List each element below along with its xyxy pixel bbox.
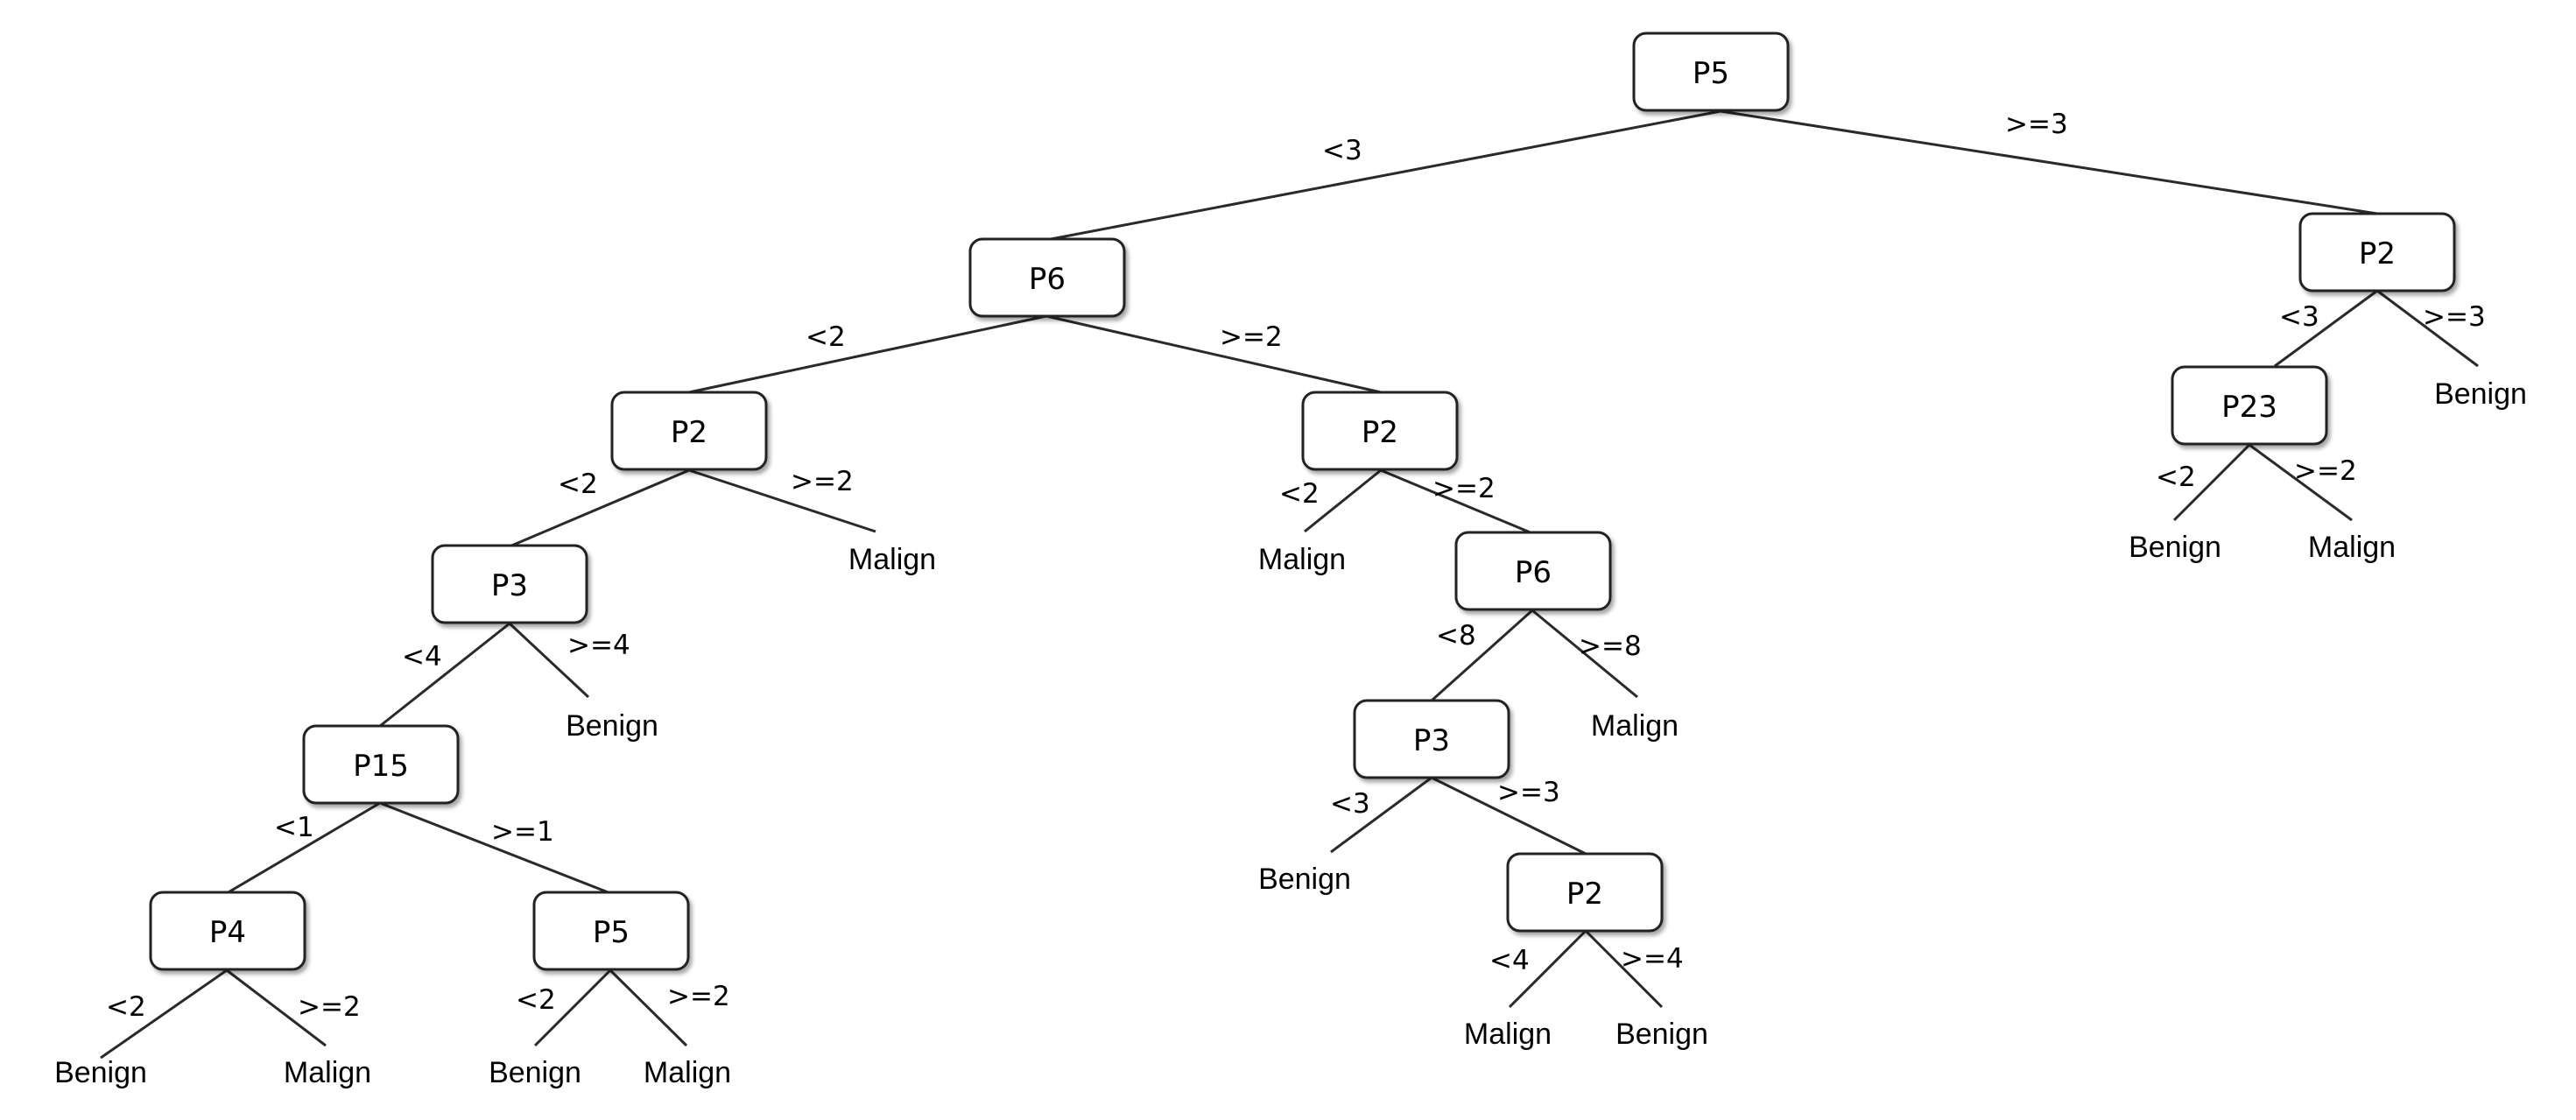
decision-node: P4 bbox=[149, 891, 306, 971]
leaf-label-malign: Malign bbox=[644, 1056, 731, 1089]
edge-label: >=3 bbox=[1497, 777, 1560, 808]
decision-node: P3 bbox=[431, 544, 588, 624]
decision-node: P2 bbox=[1301, 391, 1459, 471]
leaf-label-malign: Malign bbox=[1258, 543, 1346, 576]
edge-line-n8-l5 bbox=[533, 969, 612, 1047]
edge-line-n12-l12 bbox=[2376, 289, 2479, 368]
edge-line-n9-l8 bbox=[1531, 609, 1638, 699]
edge-label: <2 bbox=[558, 468, 598, 500]
edge-label: >=2 bbox=[2294, 455, 2357, 487]
edge-label: <3 bbox=[2279, 301, 2319, 333]
edge-label: <4 bbox=[402, 641, 442, 673]
leaf-labels: Malign Benign Benign Malign Benign Malig… bbox=[54, 377, 2527, 1089]
edge-label: >=2 bbox=[791, 466, 854, 497]
leaf-label-benign: Benign bbox=[2434, 377, 2527, 411]
leaf-label-benign: Benign bbox=[566, 709, 658, 743]
edge-line-n7-l4 bbox=[226, 969, 327, 1047]
node-label: P15 bbox=[353, 749, 409, 784]
node-label: P23 bbox=[2221, 390, 2277, 425]
decision-node: P2 bbox=[610, 391, 768, 471]
edge-label: <3 bbox=[1322, 135, 1362, 166]
node-label: P2 bbox=[2359, 236, 2396, 271]
edge-line-n1-n2 bbox=[1045, 109, 1721, 242]
edge-line-n1-n12 bbox=[1720, 109, 2378, 215]
edge-label: >=8 bbox=[1579, 630, 1642, 662]
edge-line-n2-n4 bbox=[1045, 314, 1382, 394]
node-label: P2 bbox=[671, 415, 707, 450]
edge-line-n5-n6 bbox=[379, 622, 510, 728]
decision-node: P2 bbox=[2298, 212, 2456, 292]
edge-line-n10-l9 bbox=[1330, 776, 1432, 854]
decision-node: P2 bbox=[1506, 852, 1664, 933]
edge-label: <2 bbox=[2156, 461, 2196, 493]
edge-line-n13-l14 bbox=[2249, 443, 2353, 522]
leaf-label-malign: Malign bbox=[2308, 531, 2396, 564]
edge-label: <2 bbox=[106, 991, 146, 1023]
edge-line-n6-n8 bbox=[379, 801, 611, 895]
decision-node: P15 bbox=[302, 724, 460, 805]
edge-label: <8 bbox=[1436, 620, 1476, 652]
edge-label: <2 bbox=[516, 984, 556, 1016]
edge-line-n8-l6 bbox=[609, 969, 688, 1047]
edge-line-n6-n7 bbox=[226, 801, 381, 895]
node-label: P5 bbox=[593, 915, 630, 950]
node-label: P3 bbox=[1413, 723, 1450, 758]
leaf-label-benign: Benign bbox=[489, 1056, 581, 1089]
edge-label: >=2 bbox=[1220, 321, 1283, 353]
node-label: P5 bbox=[1693, 56, 1729, 91]
edge-line-n3-n5 bbox=[509, 468, 690, 548]
edge-label: >=4 bbox=[1621, 943, 1684, 975]
edge-label: >=4 bbox=[567, 630, 630, 661]
edge-label: <3 bbox=[1330, 788, 1370, 820]
edge-label: <1 bbox=[274, 812, 314, 843]
node-label: P3 bbox=[491, 568, 528, 603]
edge-label: <2 bbox=[806, 321, 846, 353]
edge-label: <4 bbox=[1489, 945, 1530, 976]
edge-line-n11-l10 bbox=[1508, 929, 1587, 1009]
edge-line-n11-l11 bbox=[1584, 929, 1664, 1009]
edge-line-n9-n10 bbox=[1430, 609, 1534, 702]
node-label: P2 bbox=[1362, 415, 1398, 450]
edges bbox=[100, 109, 2479, 1060]
decision-node: P5 bbox=[1632, 32, 1790, 112]
edge-label: >=2 bbox=[667, 981, 730, 1012]
edge-label: <2 bbox=[1279, 478, 1320, 510]
edge-line-n7-l3 bbox=[100, 969, 228, 1060]
leaf-label-malign: Malign bbox=[284, 1056, 371, 1089]
node-label: P6 bbox=[1515, 555, 1552, 590]
node-label: P2 bbox=[1566, 877, 1603, 912]
node-label: P4 bbox=[209, 915, 246, 950]
edge-label: >=1 bbox=[491, 816, 554, 848]
decision-node: P3 bbox=[1353, 699, 1510, 779]
leaf-label-benign: Benign bbox=[1615, 1018, 1708, 1051]
edge-label: >=3 bbox=[2423, 301, 2486, 333]
decision-node: P6 bbox=[968, 237, 1126, 318]
edge-line-n4-l7 bbox=[1304, 468, 1382, 533]
edge-line-n13-l13 bbox=[2172, 443, 2251, 522]
edge-line-n4-n9 bbox=[1380, 468, 1533, 535]
leaf-label-malign: Malign bbox=[1464, 1018, 1552, 1051]
decision-nodes: P5 P6 P2 P2 P3 P15 P4 P5 bbox=[149, 32, 2456, 971]
decision-node: P5 bbox=[532, 891, 690, 971]
leaf-label-benign: Benign bbox=[1258, 863, 1351, 896]
leaf-label-benign: Benign bbox=[2129, 531, 2221, 564]
edge-label: >=3 bbox=[2005, 109, 2068, 140]
leaf-label-benign: Benign bbox=[54, 1056, 147, 1089]
edge-label: >=2 bbox=[298, 991, 361, 1023]
edge-line-n10-n11 bbox=[1431, 776, 1587, 856]
leaf-label-malign: Malign bbox=[848, 543, 936, 576]
edge-labels: <3 >=3 <2 >=2 <2 >=2 <4 >=4 <1 >=1 <2 >=… bbox=[106, 109, 2486, 1023]
decision-node: P23 bbox=[2171, 365, 2328, 446]
node-label: P6 bbox=[1029, 262, 1066, 297]
decision-node: P6 bbox=[1454, 531, 1612, 611]
edge-line-n2-n3 bbox=[688, 314, 1047, 394]
edge-line-n3-l1 bbox=[688, 468, 876, 533]
edge-label: >=2 bbox=[1432, 473, 1496, 504]
edge-line-n5-l2 bbox=[508, 622, 590, 699]
edge-line-n12-n13 bbox=[2274, 289, 2378, 368]
leaf-label-malign: Malign bbox=[1591, 709, 1679, 743]
